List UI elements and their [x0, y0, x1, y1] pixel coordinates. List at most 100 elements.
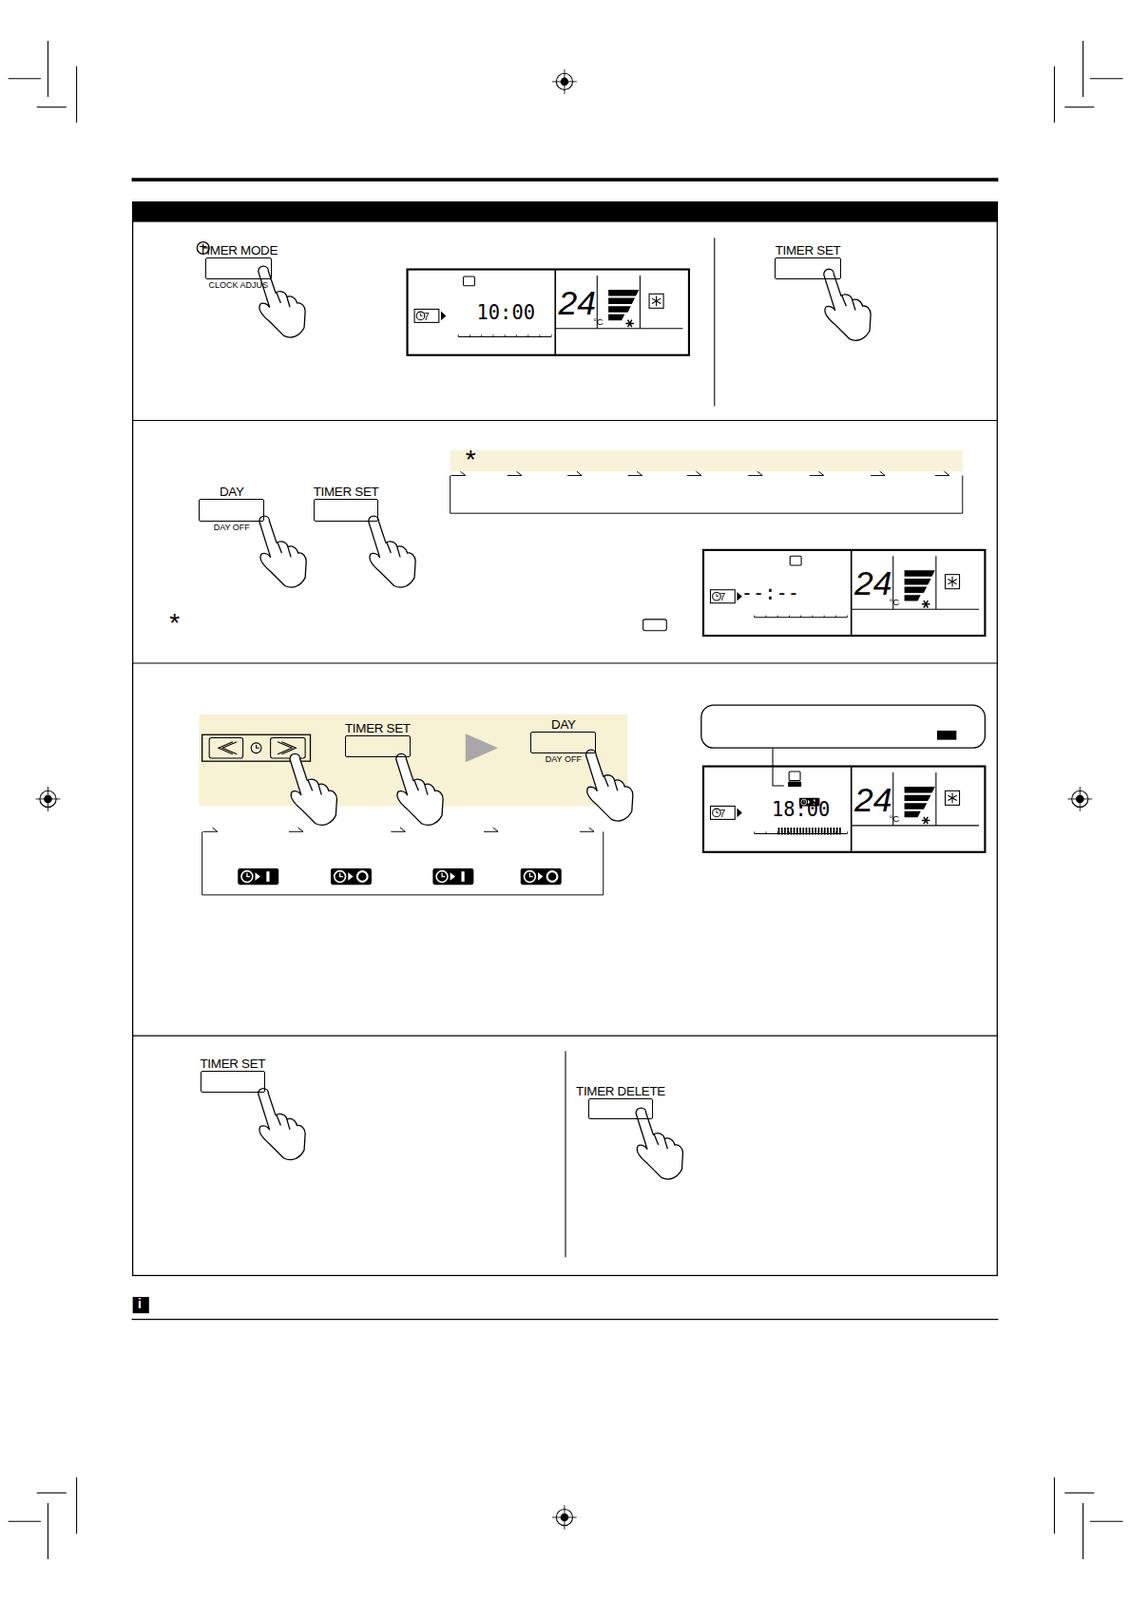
timer-icon	[460, 871, 464, 882]
lcd-temperature: 24	[557, 287, 595, 321]
callout-box	[701, 705, 986, 748]
button-sublabel: DAY OFF	[213, 522, 250, 533]
crop-mark	[1090, 1521, 1123, 1523]
timer-bar	[805, 827, 808, 836]
mode-icon	[649, 293, 664, 308]
timer-icon	[247, 873, 250, 878]
timer-icon	[255, 872, 261, 882]
button-label: TIMER SET	[345, 721, 411, 736]
timer-bar	[817, 827, 820, 836]
clock-symbol	[716, 594, 719, 597]
pointing-hand	[289, 753, 337, 825]
chevron	[277, 742, 296, 755]
fan-speed-bar	[904, 578, 932, 585]
pointing-hand	[258, 1089, 306, 1161]
timer-icon	[524, 871, 537, 883]
timeline-tick	[765, 831, 767, 834]
crop-mark	[1064, 106, 1094, 108]
clock-day-box	[710, 805, 736, 820]
fan-speed-bar	[904, 587, 928, 594]
timeline-tick	[777, 615, 779, 618]
crop-mark	[1064, 1493, 1094, 1495]
fan-speed-bar	[904, 811, 921, 818]
day-square	[788, 771, 801, 782]
timeline-tick	[753, 831, 755, 834]
fan-speed-bar	[608, 314, 625, 321]
lcd-divider	[851, 824, 979, 826]
sequence-arrow	[451, 471, 466, 476]
timer-bar	[786, 827, 789, 836]
fan-symbol	[923, 600, 928, 608]
lcd-divider	[639, 275, 641, 329]
timer-icon	[432, 868, 474, 885]
timer-icon	[547, 871, 558, 882]
timer-icon	[436, 871, 448, 883]
lcd-divider	[554, 269, 556, 356]
clock-symbol	[712, 592, 722, 601]
button-label: TIMER MODE	[198, 243, 278, 258]
timeline-tick	[504, 334, 506, 337]
lcd-unit: °C	[888, 814, 900, 825]
callout-mark	[937, 730, 957, 741]
sequence-arrow	[687, 471, 702, 476]
clock-symbol	[420, 313, 422, 317]
timer-icon	[432, 868, 474, 885]
timer-bar	[826, 827, 829, 836]
timer-bar	[778, 827, 781, 836]
mode-icon	[945, 575, 960, 590]
clock-symbol	[416, 311, 425, 321]
timer-bar	[781, 827, 784, 836]
timer-bar	[824, 827, 826, 836]
day-number: 7	[423, 311, 430, 323]
timeline-tick	[846, 615, 848, 618]
timer-bar	[808, 827, 811, 836]
timer-bar	[799, 827, 802, 836]
timer-bar	[821, 827, 824, 836]
timeline-tick	[788, 831, 790, 834]
timer-icon	[237, 868, 279, 885]
timeline-tick	[527, 334, 529, 337]
top-rule	[132, 177, 999, 182]
lcd-divider	[935, 555, 937, 610]
day-square	[789, 555, 802, 566]
timer-icon	[237, 868, 279, 885]
day-number: 7	[719, 592, 726, 603]
clock-symbol	[250, 743, 262, 754]
sequence-arrow	[747, 471, 763, 476]
lcd-divider	[851, 609, 979, 611]
clock-symbol	[256, 745, 260, 748]
timeline-tick	[492, 334, 494, 337]
crop-mark	[1054, 66, 1055, 123]
remote-button: TIMER MODECLOCK ADJUS	[205, 257, 272, 281]
sequence-arrow	[288, 827, 304, 832]
asterisk: *	[465, 446, 477, 474]
timeline-tick	[788, 615, 790, 618]
timer-bar	[802, 827, 805, 836]
snowflake-symbol	[651, 298, 661, 304]
remote-button: TIMER SET	[313, 498, 380, 522]
sequence-arrow	[935, 471, 950, 476]
timer-bar	[839, 827, 842, 836]
arrow-key	[270, 737, 307, 758]
timeline-tick	[538, 334, 540, 337]
lcd-temperature: 24	[854, 784, 892, 818]
timer-bar	[814, 827, 817, 836]
small-key	[643, 619, 668, 632]
crop-mark	[1054, 1477, 1055, 1534]
timeline-tick	[458, 334, 460, 337]
lcd-temperature: 24	[854, 567, 892, 601]
remote-button: TIMER SET	[200, 1071, 267, 1094]
timer-icon	[537, 872, 543, 882]
lcd-divider	[850, 550, 853, 636]
timer-icon	[357, 871, 368, 882]
timeline-tick	[551, 334, 553, 337]
crop-mark	[1090, 77, 1123, 79]
timeline-tick	[811, 615, 813, 618]
timer-icon	[266, 871, 269, 882]
sequence-arrow	[579, 827, 595, 832]
clock-day-box	[414, 308, 440, 323]
timer-bar	[836, 827, 839, 836]
fan-symbol	[628, 320, 633, 327]
timer-icon	[330, 868, 372, 885]
